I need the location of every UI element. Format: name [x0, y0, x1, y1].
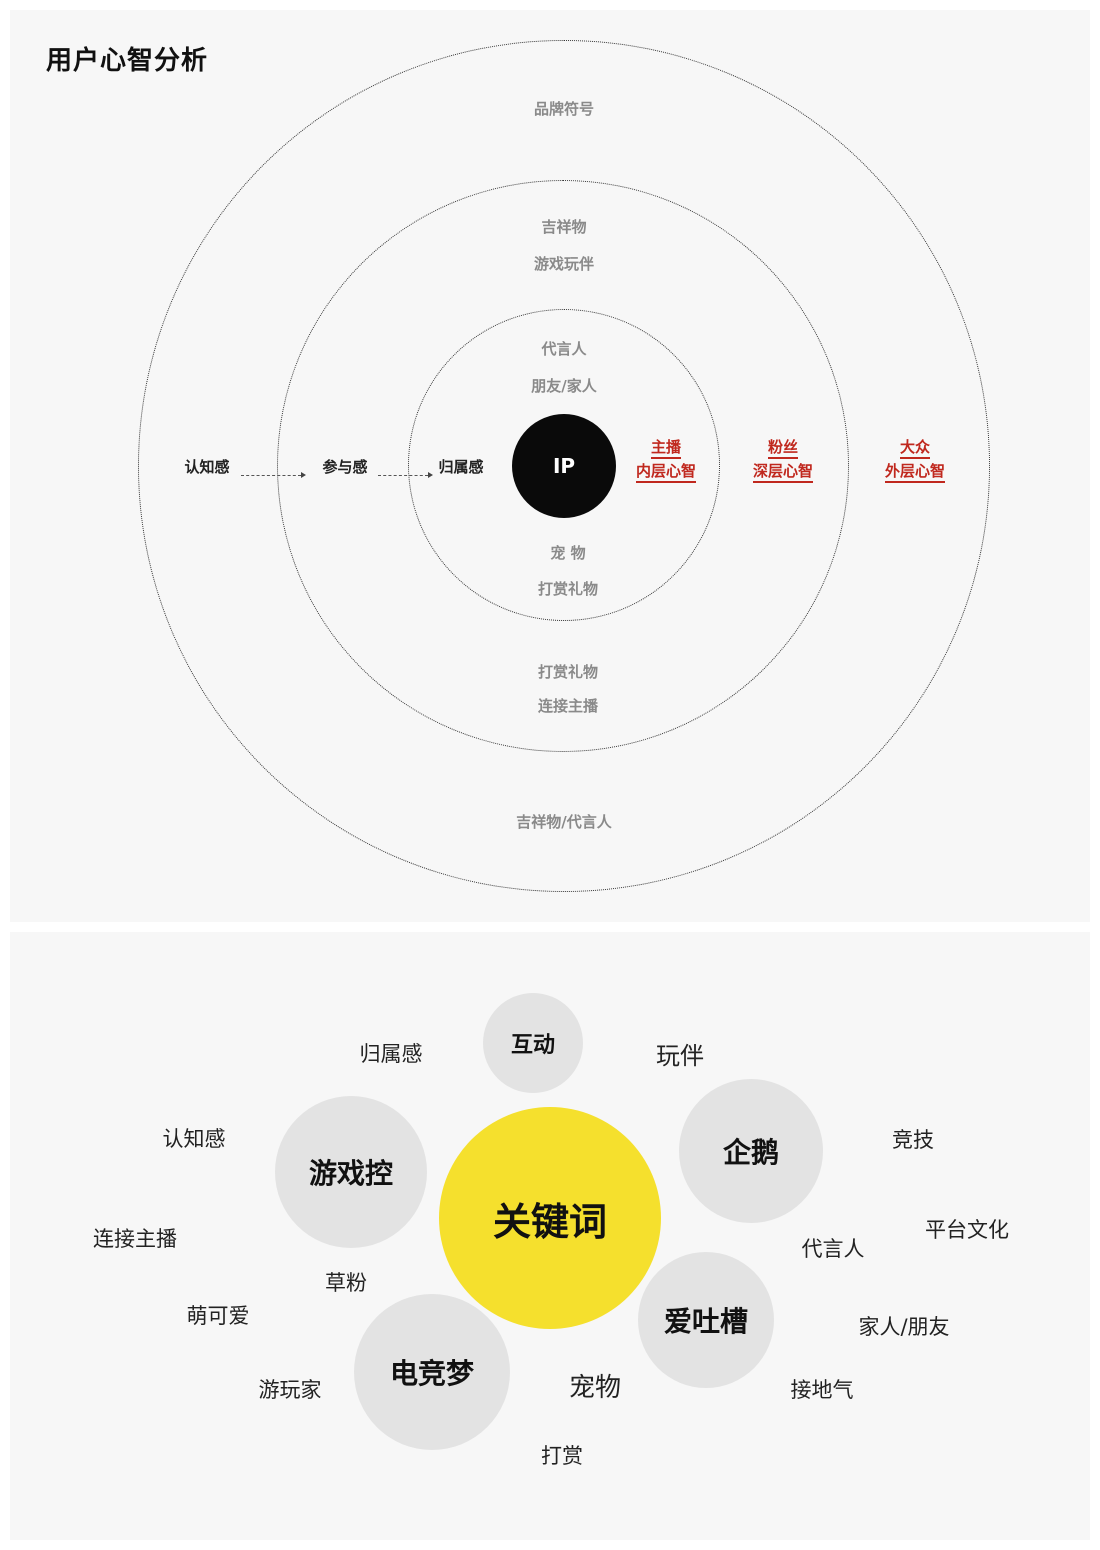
- arrow-line: [241, 472, 306, 478]
- ip-core: IP: [512, 414, 616, 518]
- mind-analysis-panel: 用户心智分析 IP 品牌符号 吉祥物/代言人 吉祥物 游戏玩伴 打赏礼物 连接主…: [10, 10, 1090, 922]
- arrow-line: [378, 472, 433, 478]
- bubble-gamer: 游戏控: [275, 1096, 427, 1248]
- bubble-keyword-center: 关键词: [439, 1107, 661, 1329]
- bubble-roast: 爱吐槽: [638, 1252, 774, 1388]
- layer-line2: 内层心智: [635, 461, 696, 483]
- bubble-interaction: 互动: [483, 993, 583, 1093]
- layer-line1: 主播: [650, 437, 681, 459]
- inner-ring-label: 宠 物: [550, 544, 586, 562]
- layer-fans: 粉丝 深层心智: [723, 435, 843, 483]
- bubble-penguin: 企鹅: [679, 1079, 823, 1223]
- keyword: 竞技: [892, 1128, 934, 1152]
- sense-participation: 参与感: [322, 458, 368, 476]
- keyword: 草粉: [325, 1271, 367, 1295]
- sense-cognition: 认知感: [184, 458, 230, 476]
- keyword-panel: 互动 企鹅 游戏控 爱吐槽 电竞梦 关键词 归属感 玩伴 认知感 竞技 连接主播…: [10, 932, 1090, 1540]
- keyword: 萌可爱: [186, 1304, 250, 1328]
- keyword: 宠物: [568, 1373, 622, 1403]
- keyword: 游玩家: [258, 1378, 322, 1402]
- keyword: 平台文化: [925, 1218, 1009, 1242]
- layer-line1: 粉丝: [767, 437, 798, 459]
- keyword: 归属感: [359, 1042, 423, 1066]
- layer-line2: 外层心智: [884, 461, 945, 483]
- keyword: 代言人: [801, 1237, 865, 1261]
- middle-ring-label: 连接主播: [537, 697, 598, 715]
- inner-ring-label: 代言人: [541, 340, 587, 358]
- outer-ring-label: 吉祥物/代言人: [516, 813, 612, 831]
- outer-ring-label: 品牌符号: [533, 100, 594, 118]
- outer-ring: [138, 40, 990, 892]
- layer-public: 大众 外层心智: [855, 435, 975, 483]
- keyword: 玩伴: [656, 1042, 704, 1070]
- keyword: 认知感: [162, 1127, 226, 1151]
- middle-ring: [277, 180, 849, 752]
- layer-line2: 深层心智: [752, 461, 813, 483]
- inner-ring-label: 打赏礼物: [537, 580, 598, 598]
- keyword: 连接主播: [93, 1227, 177, 1251]
- bubble-esports: 电竞梦: [354, 1294, 510, 1450]
- layer-anchor: 主播 内层心智: [606, 435, 726, 483]
- panel-title: 用户心智分析: [46, 46, 209, 76]
- layer-line1: 大众: [899, 437, 930, 459]
- inner-ring: [408, 309, 720, 621]
- middle-ring-label: 吉祥物: [541, 218, 587, 236]
- middle-ring-label: 游戏玩伴: [533, 255, 594, 273]
- keyword: 接地气: [790, 1378, 854, 1402]
- keyword: 打赏: [541, 1444, 583, 1468]
- inner-ring-label: 朋友/家人: [531, 377, 597, 395]
- middle-ring-label: 打赏礼物: [537, 663, 598, 681]
- sense-belonging: 归属感: [438, 458, 484, 476]
- keyword: 家人/朋友: [858, 1315, 950, 1339]
